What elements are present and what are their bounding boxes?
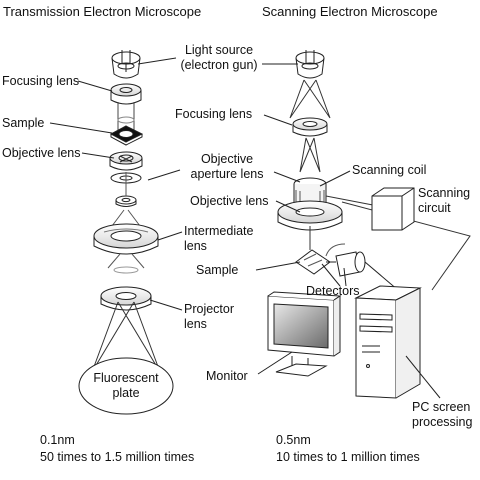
sem-focusing-leader	[263, 114, 293, 126]
sem-detector	[325, 243, 366, 277]
sem-sample-label: Sample	[196, 263, 239, 277]
tem-fluorescent-plate	[78, 357, 174, 415]
objective-aperture-label-1: Objective	[200, 152, 254, 166]
sem-resolution: 0.5nm	[276, 433, 311, 447]
tem-intermediate-lens	[93, 223, 159, 255]
light-source-leader	[137, 57, 177, 65]
sem-objective-lens	[277, 200, 343, 231]
monitor-label: Monitor	[206, 369, 248, 383]
tem-projector-lens-label-1: Projector	[184, 302, 235, 316]
sem-objective-lens-label: Objective lens	[190, 194, 269, 208]
sem-scanning-circuit	[371, 187, 415, 231]
objective-aperture-label-2: aperture lens	[190, 167, 264, 181]
tem-sample	[109, 125, 144, 146]
scanning-circuit-label-2: circuit	[418, 201, 451, 215]
tem-fluorescent-plate-label-1: Fluorescent	[93, 371, 159, 385]
tem-small-lens	[115, 195, 137, 207]
tem-title: Transmission Electron Microscope	[3, 4, 202, 19]
tem-intermediate-leader	[157, 231, 183, 241]
tem-fluorescent-plate-label-2: plate	[112, 386, 140, 400]
detectors-label: Detectors	[306, 284, 360, 298]
aperture-leader-tem	[147, 169, 181, 181]
scanning-coil-leader	[319, 170, 351, 187]
tem-magnification: 50 times to 1.5 million times	[40, 450, 195, 464]
scanning-circuit-label-1: Scanning	[418, 186, 471, 200]
light-source-label-2: (electron gun)	[180, 58, 258, 72]
detector-leader-1	[321, 263, 341, 287]
sem-focusing-lens	[292, 117, 328, 137]
tem-projector-lens-label-2: lens	[184, 317, 207, 331]
sem-magnification: 10 times to 1 million times	[276, 450, 420, 464]
sem-electron-gun	[295, 50, 325, 79]
sem-pc-tower	[354, 285, 422, 399]
sem-title: Scanning Electron Microscope	[262, 4, 438, 19]
tem-intermediate-lens-label-1: Intermediate	[184, 224, 254, 238]
tem-intermediate-lens-label-2: lens	[184, 239, 207, 253]
sem-objective-leader	[275, 200, 301, 213]
detector-leader-2	[343, 267, 347, 287]
sem-focusing-lens-label: Focusing lens	[175, 107, 253, 121]
tem-focusing-leader	[77, 80, 113, 92]
pc-leader	[405, 355, 441, 399]
tem-projector-leader	[149, 299, 183, 311]
pc-label-2: processing	[412, 415, 473, 429]
tem-projector-lens	[100, 286, 152, 311]
tem-sample-label: Sample	[2, 116, 45, 130]
pc-label-1: PC screen	[412, 400, 471, 414]
tem-objective-lens	[109, 151, 143, 171]
tem-focusing-lens-label: Focusing lens	[2, 74, 80, 88]
tem-focusing-lens	[110, 83, 142, 105]
tem-electron-gun	[111, 50, 141, 79]
tem-objective-lens-label: Objective lens	[2, 146, 81, 160]
monitor-leader	[257, 351, 293, 375]
sem-sample	[295, 249, 331, 275]
light-source-label-1: Light source	[184, 43, 254, 57]
aperture-leader-sem	[273, 171, 301, 183]
scanning-coil-label: Scanning coil	[352, 163, 427, 177]
sem-monitor	[267, 291, 342, 377]
tem-objective-leader	[81, 152, 115, 159]
sem-sample-leader	[255, 261, 301, 271]
tem-resolution: 0.1nm	[40, 433, 75, 447]
tem-sample-leader	[49, 122, 113, 134]
